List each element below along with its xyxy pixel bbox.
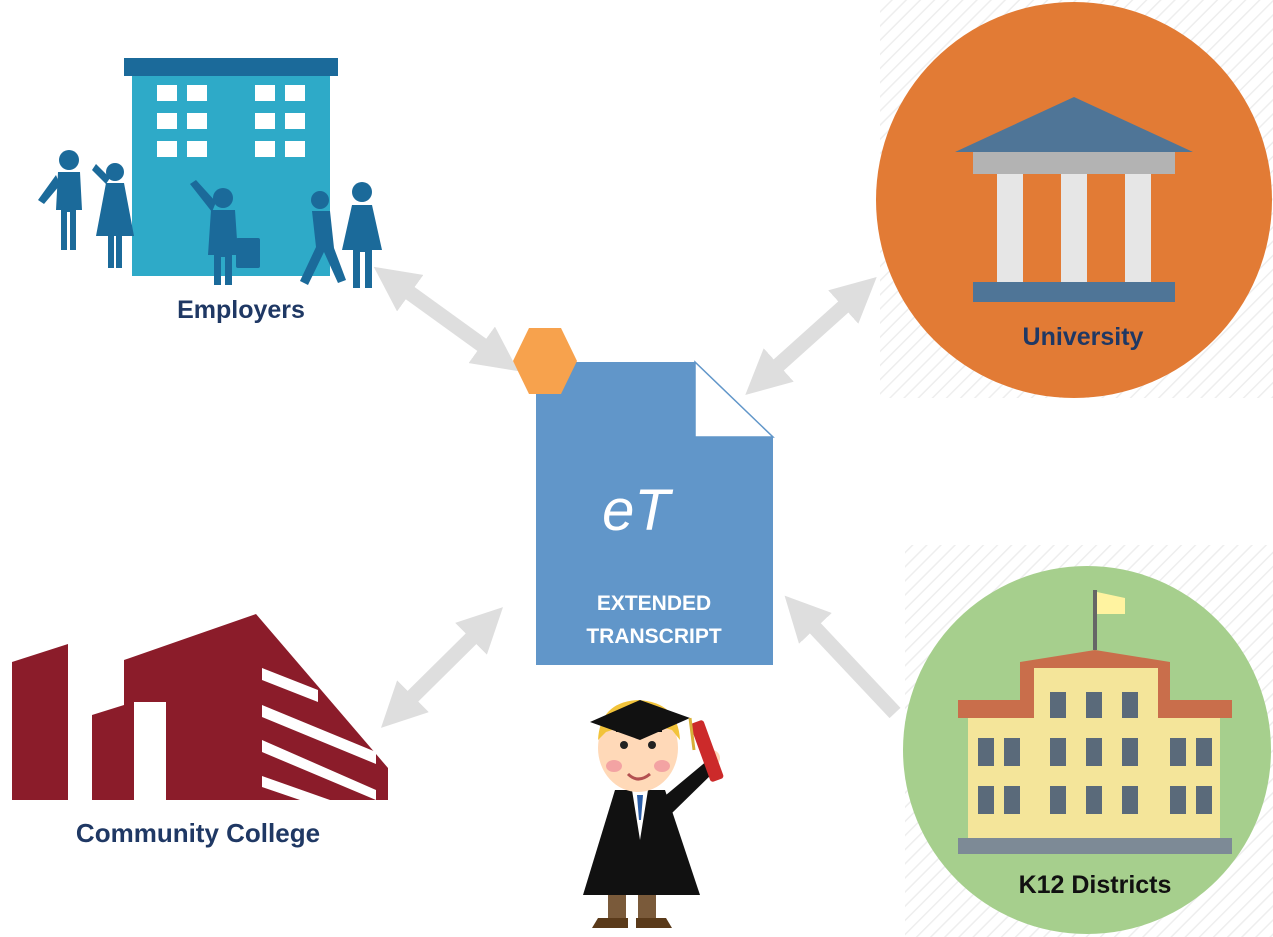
university-circle — [876, 2, 1272, 398]
transcript-title-line2: TRANSCRIPT — [586, 625, 722, 648]
arrow-k12 — [784, 595, 901, 719]
connector-arrows — [373, 266, 901, 728]
k12-label: K12 Districts — [1019, 871, 1172, 899]
extended-transcript-document-icon — [513, 328, 775, 665]
school-building-icon — [958, 590, 1232, 854]
college-building-icon — [12, 614, 388, 800]
hexagon-badge-icon — [513, 328, 577, 394]
graduate-student-icon — [583, 700, 724, 928]
employers-label: Employers — [177, 296, 305, 324]
k12-circle — [903, 566, 1271, 934]
arrow-community-college — [381, 607, 503, 728]
et-logo-text: eT — [602, 478, 673, 543]
arrow-university — [745, 276, 877, 396]
employer-building-icon — [38, 58, 382, 288]
university-label: University — [1023, 323, 1144, 351]
arrow-employers — [373, 266, 519, 372]
transcript-title-line1: EXTENDED — [597, 592, 711, 615]
community-college-label: Community College — [76, 818, 320, 848]
university-temple-icon — [955, 97, 1193, 302]
